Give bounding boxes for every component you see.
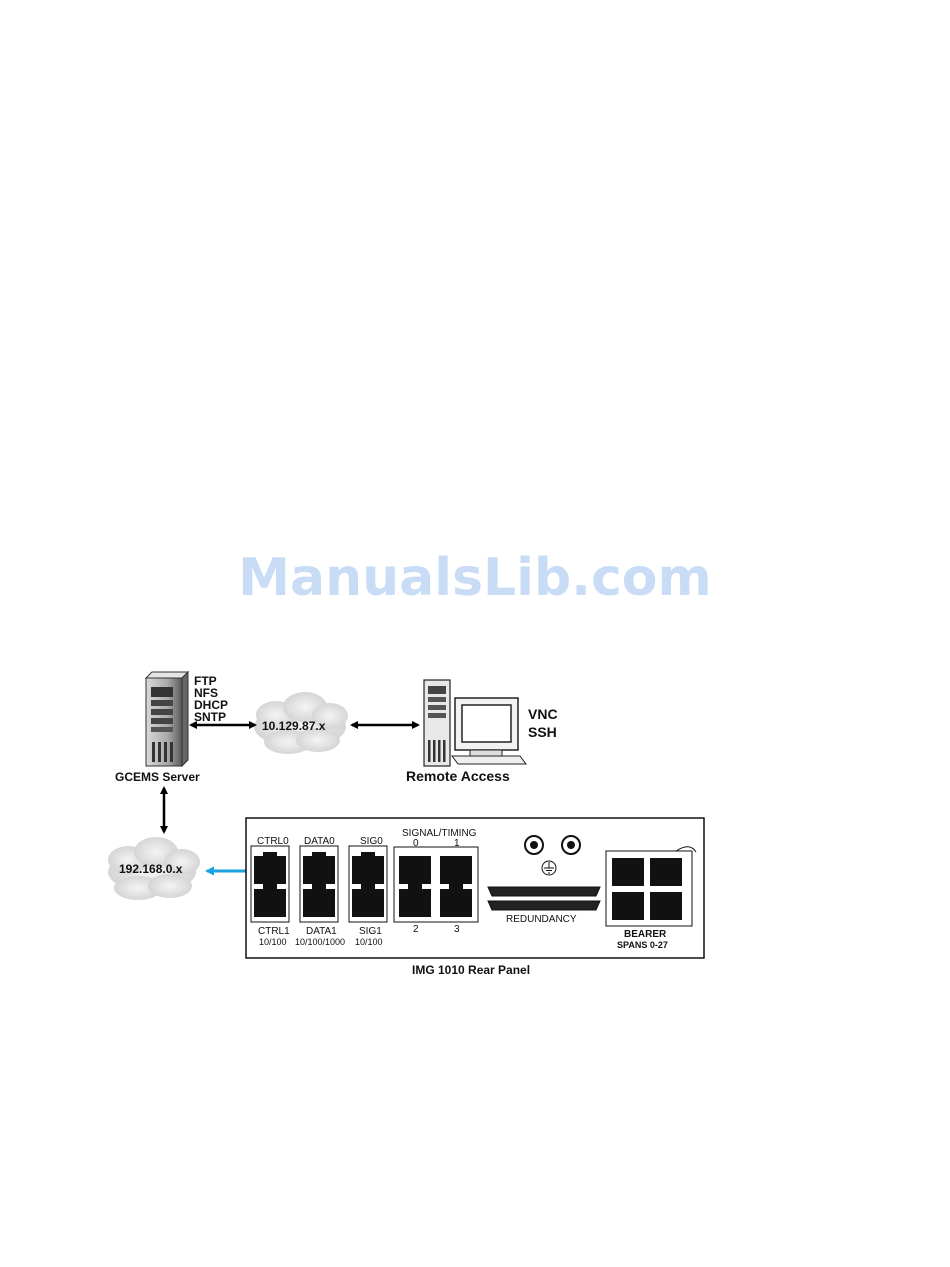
signal-timing-3-label: 3 [454, 924, 460, 935]
remote-network-label: 10.129.87.x [262, 719, 326, 733]
ctrl1-port [254, 889, 286, 917]
data-speed-label: 10/100/1000 [295, 937, 345, 947]
data0-port [303, 856, 335, 884]
ctrl1-label: CTRL1 [258, 926, 290, 937]
bearer-port [650, 858, 682, 886]
bearer-spans-label: SPANS 0-27 [617, 940, 668, 950]
data1-label: DATA1 [306, 926, 337, 937]
signal-timing-port-2 [399, 889, 431, 917]
bearer-port [650, 892, 682, 920]
signal-timing-port-3 [440, 889, 472, 917]
ctrl-speed-label: 10/100 [259, 937, 287, 947]
bearer-port [612, 892, 644, 920]
signal-timing-2-label: 2 [413, 924, 419, 935]
signal-timing-0-label: 0 [413, 838, 419, 849]
bearer-label: BEARER [624, 929, 667, 940]
data0-label: DATA0 [304, 836, 335, 847]
sig-speed-label: 10/100 [355, 937, 383, 947]
signal-timing-port-0 [399, 856, 431, 884]
server-label: GCEMS Server [115, 770, 200, 784]
remote-access-label: Remote Access [406, 768, 510, 784]
server-protocol-sntp: SNTP [194, 710, 226, 724]
panel-caption: IMG 1010 Rear Panel [412, 963, 530, 977]
data1-port [303, 889, 335, 917]
signal-timing-port-1 [440, 856, 472, 884]
remote-protocol-ssh: SSH [528, 724, 557, 740]
ground-icon [542, 861, 556, 875]
gcems-server-icon [146, 672, 188, 766]
sig1-port [352, 889, 384, 917]
sig0-port [352, 856, 384, 884]
sig1-label: SIG1 [359, 926, 382, 937]
remote-protocol-vnc: VNC [528, 706, 558, 722]
local-network-label: 192.168.0.x [119, 862, 183, 876]
signal-timing-1-label: 1 [454, 838, 460, 849]
redundancy-label: REDUNDANCY [506, 914, 577, 925]
ctrl0-label: CTRL0 [257, 836, 289, 847]
bearer-port [612, 858, 644, 886]
ctrl0-port [254, 856, 286, 884]
sig0-label: SIG0 [360, 836, 383, 847]
workstation-icon [424, 680, 526, 766]
